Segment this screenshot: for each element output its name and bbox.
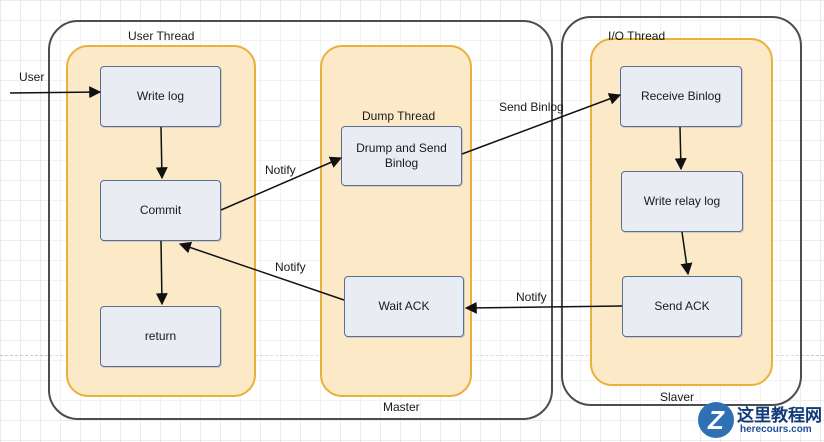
notify-commit-dump-label: Notify <box>265 163 296 177</box>
wait-ack-node: Wait ACK <box>344 276 464 337</box>
commit-to-return-arrow <box>155 240 168 306</box>
write-log-node: Write log <box>100 66 221 127</box>
write-relay-log-node: Write relay log <box>621 171 743 232</box>
receive-to-relay-arrow <box>674 126 687 171</box>
notify-wait-commit-label: Notify <box>275 260 306 274</box>
io-thread-title: I/O Thread <box>608 29 666 43</box>
master-title: Master <box>383 400 420 414</box>
send-ack-node: Send ACK <box>622 276 742 337</box>
dump-thread-title: Dump Thread <box>362 109 436 123</box>
waitack-to-commit-arrow <box>178 241 345 301</box>
user-entry-arrow <box>9 86 102 99</box>
watermark-logo: Z <box>698 402 734 438</box>
watermark-url: herecours.com <box>740 424 812 435</box>
dump-send-binlog-node: Drump and Send Binlog <box>341 126 462 186</box>
receive-binlog-node: Receive Binlog <box>620 66 742 127</box>
watermark-title: 这里教程网 <box>737 406 822 426</box>
dump-thread-lane <box>320 45 472 397</box>
commit-node: Commit <box>100 180 221 241</box>
send-binlog-label: Send Binlog <box>499 100 564 114</box>
return-node: return <box>100 306 221 367</box>
dump-to-receive-arrow <box>461 93 622 155</box>
writelog-to-commit-arrow <box>155 126 168 180</box>
relay-to-sendack-arrow <box>680 231 693 276</box>
notify-sendack-wait-label: Notify <box>516 290 547 304</box>
slaver-title: Slaver <box>660 390 695 404</box>
sendack-to-waitack-arrow <box>464 301 623 314</box>
commit-to-dump-arrow <box>220 156 343 211</box>
user-thread-title: User Thread <box>128 29 195 43</box>
user-label: User <box>19 70 45 84</box>
